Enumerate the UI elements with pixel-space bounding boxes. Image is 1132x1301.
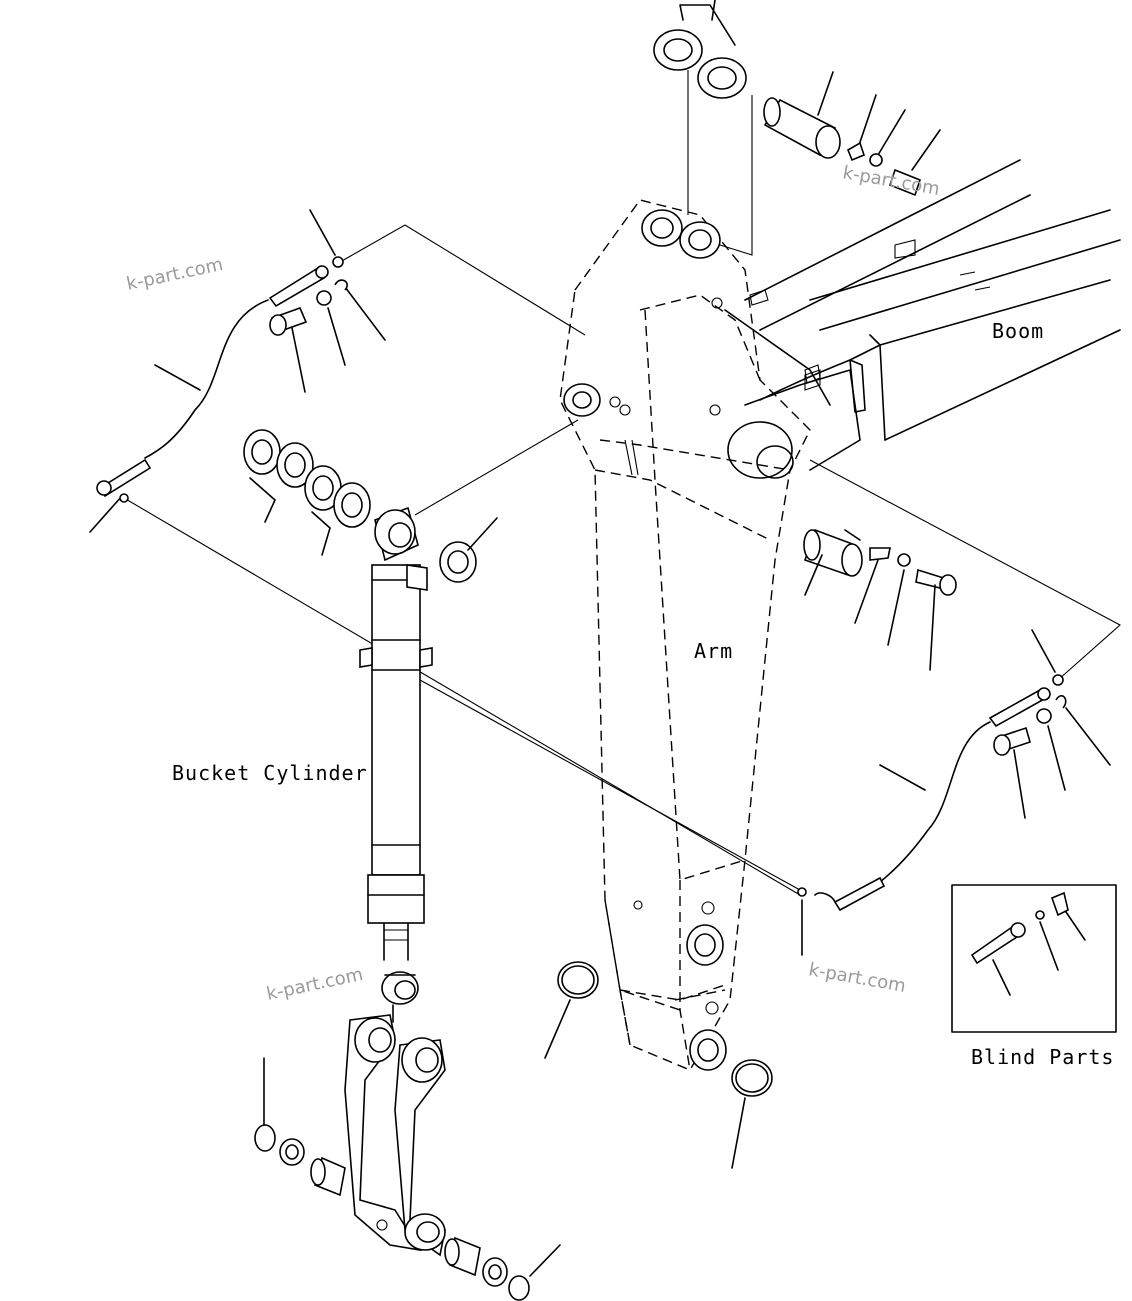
arm-boom-pin-group [803,528,957,671]
grease-pipe-right [797,629,1111,956]
bucket-link [344,1004,446,1257]
arm-structure [559,199,831,1071]
arm-tip-orings [544,961,773,1169]
blind-parts-label: Blind Parts [971,1045,1114,1069]
watermark: k-part.com [807,959,907,997]
arm-label: Arm [694,639,733,663]
top-pin-assembly [763,71,941,197]
grease-pipe-left [89,209,386,533]
lower-bushings [254,1057,561,1301]
watermark: k-part.com [265,964,365,1005]
bucket-cylinder [359,506,433,1005]
boom-label: Boom [992,319,1044,343]
alignment-lines [123,70,1121,896]
top-shims-group [653,0,747,99]
cylinder-head-shims [243,429,498,583]
watermark: k-part.com [841,162,941,200]
blind-parts-box [951,884,1117,1033]
bucket-cylinder-label: Bucket Cylinder [172,761,368,785]
boom-structure [727,159,1121,479]
watermark: k-part.com [125,254,225,295]
